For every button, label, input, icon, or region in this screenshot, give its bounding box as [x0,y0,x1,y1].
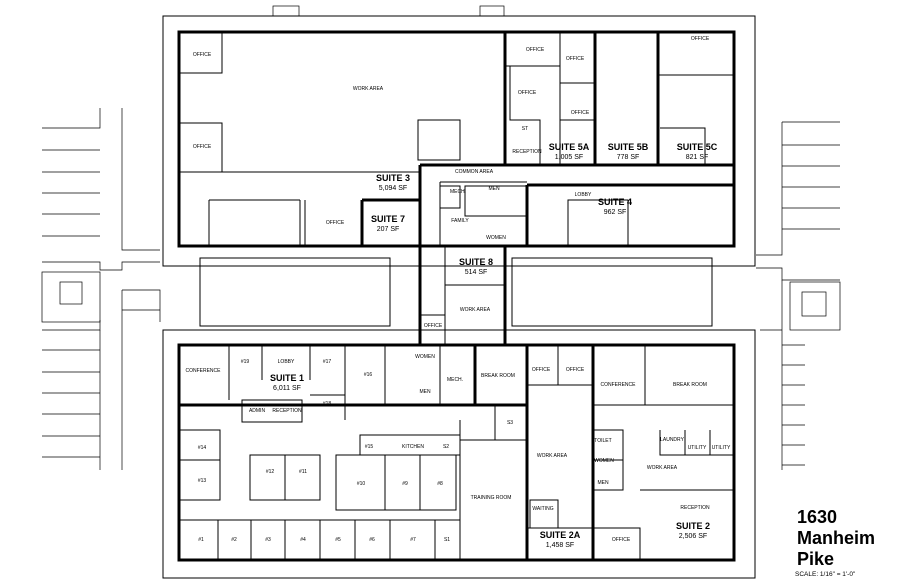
scale-note: SCALE: 1/16" = 1'-0" [795,571,856,578]
building-bottom [162,329,756,579]
room-label: OFFICE [571,110,590,116]
room-label: #2 [231,537,237,543]
room-label: #8 [437,481,443,487]
room-label: S1 [444,537,450,543]
suite-name: SUITE 7 [371,214,405,224]
room-label: #18 [323,401,332,407]
room-label: WORK AREA [353,86,384,92]
suite-area: 5,094 SF [379,185,407,192]
room-label: OFFICE [691,36,710,42]
room-label: WORK AREA [647,465,678,471]
room-label: WOMEN [415,354,435,360]
room-label: MEN [419,389,431,395]
suite-area: 207 SF [377,226,400,233]
suite-area: 514 SF [465,269,488,276]
suite-name: SUITE 2A [540,530,581,540]
room-label: FAMILY [451,218,469,224]
room-label: KITCHEN [402,444,424,450]
room-label: WAITING [532,506,553,512]
suite-name: SUITE 5C [677,142,718,152]
suite-area: 2,506 SF [679,533,707,540]
room-label: MECH. [447,377,463,383]
connector [199,245,713,345]
room-label: OFFICE [326,220,345,226]
room-label: BREAK ROOM [481,373,515,379]
suite-name: SUITE 4 [598,197,632,207]
building-top [162,5,756,267]
room-label: LOBBY [278,359,295,365]
room-label: WORK AREA [460,307,491,313]
room-label: OFFICE [532,367,551,373]
room-labels: WORK AREA OFFICE OFFICE OFFICE OFFICE OF… [185,36,730,543]
room-label: TRAINING ROOM [471,495,512,501]
room-label: MEN [488,186,500,192]
room-label: ST [522,126,528,132]
suite-name: SUITE 5A [549,142,590,152]
room-label: CONFERENCE [185,368,221,374]
room-label: MEN [597,480,609,486]
room-label: #19 [241,359,250,365]
parking-right [756,121,841,470]
room-label: OFFICE [193,52,212,58]
room-label: MECH. [450,189,466,195]
suite-labels: SUITE 3 5,094 SF SUITE 5A 1,005 SF SUITE… [270,142,718,549]
room-label: BREAK ROOM [673,382,707,388]
address-street-line1: Manheim [797,528,876,548]
room-label: LOBBY [575,192,592,198]
suite-area: 1,458 SF [546,542,574,549]
room-label: WORK AREA [537,453,568,459]
room-label: #1 [198,537,204,543]
suite-area: 821 SF [686,154,709,161]
room-label: OFFICE [518,90,537,96]
room-label: #9 [402,481,408,487]
suite-area: 1,005 SF [555,154,583,161]
suite-name: SUITE 5B [608,142,649,152]
room-label: RECEPTION [272,408,302,414]
address-number: 1630 [797,507,838,527]
room-label: WOMEN [486,235,506,241]
room-label: CONFERENCE [600,382,636,388]
room-label: #16 [364,372,373,378]
suite-name: SUITE 3 [376,173,410,183]
room-label: RECEPTION [680,505,710,511]
suite-name: SUITE 1 [270,373,304,383]
room-label: UTILITY [712,445,731,451]
address-street-line2: Pike [797,549,835,569]
parking-left [41,108,161,470]
room-label: #12 [266,469,275,475]
room-label: #5 [335,537,341,543]
room-label: S2 [443,444,449,450]
room-label: TOILET [594,438,611,444]
room-label: OFFICE [566,367,585,373]
room-label: #15 [365,444,374,450]
room-label: #13 [198,478,207,484]
room-label: #11 [299,469,307,475]
room-label: OFFICE [424,323,443,329]
room-label: LAUNDRY [660,437,684,443]
room-label: S3 [507,420,513,426]
room-label: UTILITY [688,445,707,451]
room-label: WOMEN [594,458,614,464]
room-label: OFFICE [526,47,545,53]
room-label: OFFICE [566,56,585,62]
suite-name: SUITE 2 [676,521,710,531]
suite-area: 962 SF [604,209,627,216]
room-label: COMMON AREA [455,169,494,175]
room-label: #7 [410,537,416,543]
suite-area: 778 SF [617,154,640,161]
room-label: #3 [265,537,271,543]
room-label: ADMIN [249,408,266,414]
room-label: RECEPTION [512,149,542,155]
suite-area: 6,011 SF [273,385,301,392]
room-label: #14 [198,445,207,451]
room-label: OFFICE [612,537,631,543]
room-label: #4 [300,537,306,543]
room-label: #10 [357,481,366,487]
suite-name: SUITE 8 [459,257,493,267]
room-label: #6 [369,537,375,543]
room-label: OFFICE [193,144,212,150]
room-label: #17 [323,359,332,365]
